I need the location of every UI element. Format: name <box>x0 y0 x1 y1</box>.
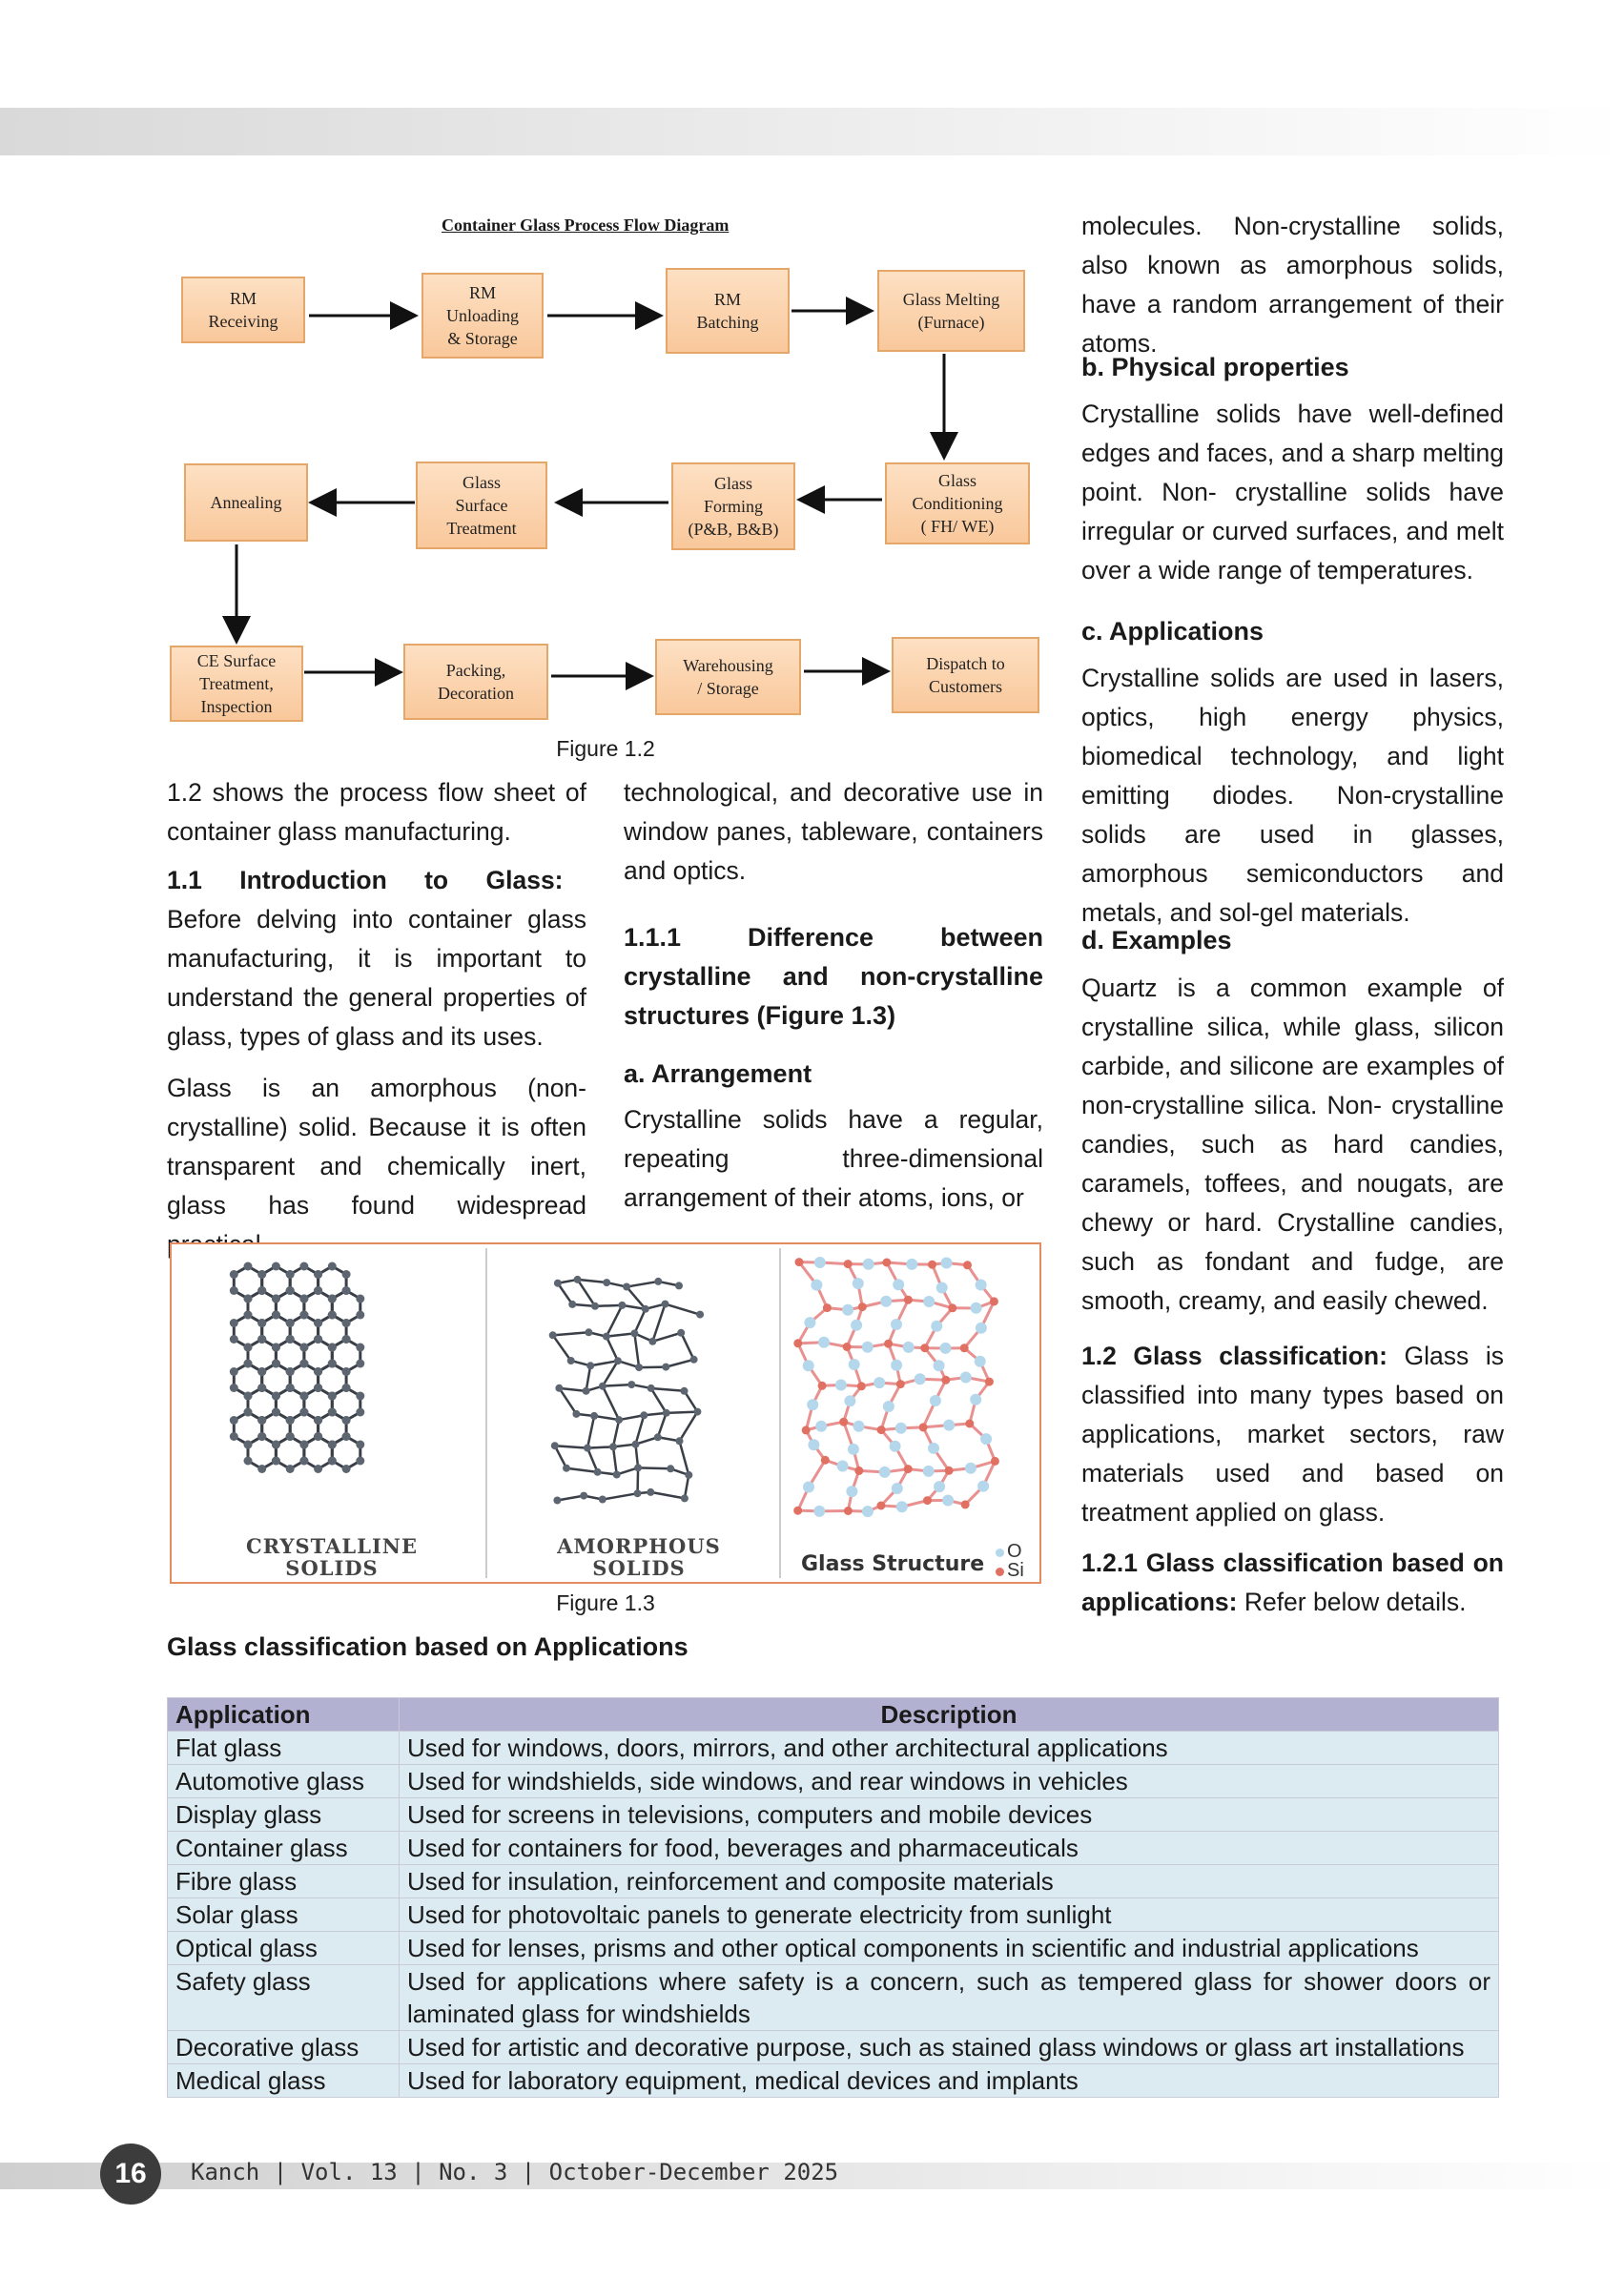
description-cell: Used for screens in televisions, compute… <box>399 1797 1499 1832</box>
flow-box-glass-melting: Glass Melting (Furnace) <box>877 270 1025 352</box>
description-cell: Used for insulation, reinforcement and c… <box>399 1864 1499 1898</box>
header-band <box>0 108 1624 155</box>
application-cell: Solar glass <box>167 1898 400 1932</box>
flow-box-rm-batching: RM Batching <box>666 268 790 354</box>
col2-intro-paragraph: technological, and decorative use in win… <box>624 778 1043 885</box>
application-cell: Automotive glass <box>167 1764 400 1798</box>
flow-box-ce-surface: CE Surface Treatment, Inspection <box>170 646 303 722</box>
crystalline-label-text: CRYSTALLINE SOLIDS <box>245 1534 418 1580</box>
description-cell: Used for artistic and decorative purpose… <box>399 2030 1499 2064</box>
arrangement-paragraph: Crystalline solids have a regular, repea… <box>624 1105 1043 1212</box>
structures-figure: CRYSTALLINE SOLIDS AMORPHOUS SOLIDS Glas… <box>170 1242 1041 1584</box>
section-1-1-1-heading: 1.1.1 Difference between crystalline and… <box>624 923 1043 1030</box>
flow-box-rm-receiving: RM Receiving <box>181 277 305 343</box>
application-cell: Safety glass <box>167 1964 400 2031</box>
page-number: 16 <box>100 2144 161 2205</box>
examples-heading: d. Examples <box>1081 926 1232 954</box>
section-1-2-paragraph: 1.2 Glass classification: Glass is class… <box>1081 1337 1504 1532</box>
intro-heading: 1.1 Introduction to Glass: <box>167 866 564 894</box>
application-cell: Decorative glass <box>167 2030 400 2064</box>
legend-oxygen: O <box>996 1542 1024 1561</box>
amorphous-label: AMORPHOUS SOLIDS <box>544 1535 734 1579</box>
section-1-2-1-heading: 1.2.1 Glass classification based on appl… <box>1081 1549 1504 1616</box>
flow-diagram-title: Container Glass Process Flow Diagram <box>442 215 730 235</box>
table-title: Glass classification based on Applicatio… <box>167 1632 689 1661</box>
figure-1-3-caption: Figure 1.3 <box>556 1590 655 1615</box>
physical-properties-heading: b. Physical properties <box>1081 353 1349 381</box>
col1-glass-paragraph: Glass is an amorphous (non-crystalline) … <box>167 1074 586 1259</box>
flow-box-rm-unloading: RM Unloading & Storage <box>421 273 544 359</box>
section-1-2-1-text: Refer below details. <box>1237 1588 1467 1616</box>
applications-heading: c. Applications <box>1081 617 1264 646</box>
legend-silicon: Si <box>996 1561 1024 1580</box>
application-cell: Flat glass <box>167 1731 400 1765</box>
examples-paragraph: Quartz is a common example of crystallin… <box>1081 974 1504 1315</box>
header-description: Description <box>399 1697 1499 1732</box>
figure-1-2-caption: Figure 1.2 <box>556 736 655 761</box>
header-application: Application <box>167 1697 400 1732</box>
silicon-dot-icon <box>996 1568 1004 1576</box>
description-cell: Used for windows, doors, mirrors, and ot… <box>399 1731 1499 1765</box>
table-header-row: Application Description <box>167 1697 1499 1732</box>
flow-box-surface-treatment: Glass Surface Treatment <box>416 462 547 549</box>
legend-oxygen-label: O <box>1007 1541 1022 1562</box>
structures-illustration <box>229 1248 999 1578</box>
applications-paragraph: Crystalline solids are used in lasers, o… <box>1081 664 1504 927</box>
glass-structure-label: Glass Structure <box>801 1552 985 1576</box>
application-cell: Container glass <box>167 1831 400 1865</box>
flow-box-glass-conditioning: Glass Conditioning ( FH/ WE) <box>885 462 1030 544</box>
physical-properties-paragraph: Crystalline solids have well-defined edg… <box>1081 400 1504 585</box>
amorphous-label-text: AMORPHOUS SOLIDS <box>557 1534 721 1580</box>
atom-legend: O Si <box>996 1542 1024 1580</box>
section-1-2-text: Glass is classified into many types base… <box>1081 1342 1504 1527</box>
application-cell: Medical glass <box>167 2063 400 2098</box>
section-1-2-heading: 1.2 Glass classification: <box>1081 1342 1388 1370</box>
flow-box-annealing: Annealing <box>184 463 308 542</box>
footer-journal-info: Kanch | Vol. 13 | No. 3 | October-Decemb… <box>191 2159 839 2185</box>
col1-section-1-1: 1.1 Introduction to Glass: Before delving… <box>167 861 586 1056</box>
section-1-2-1-paragraph: 1.2.1 Glass classification based on appl… <box>1081 1544 1504 1622</box>
description-cell: Used for lenses, prisms and other optica… <box>399 1931 1499 1965</box>
description-cell: Used for laboratory equipment, medical d… <box>399 2063 1499 2098</box>
flow-box-packing: Packing, Decoration <box>403 644 548 720</box>
application-cell: Display glass <box>167 1797 400 1832</box>
description-cell: Used for containers for food, beverages … <box>399 1831 1499 1865</box>
application-cell: Optical glass <box>167 1931 400 1965</box>
description-cell: Used for applications where safety is a … <box>399 1964 1499 2031</box>
col3-molecules-paragraph: molecules. Non-crystalline solids, also … <box>1081 212 1504 358</box>
flow-box-dispatch: Dispatch to Customers <box>892 637 1039 713</box>
flow-box-glass-forming: Glass Forming (P&B, B&B) <box>671 462 795 550</box>
crystalline-label: CRYSTALLINE SOLIDS <box>227 1535 437 1579</box>
footer-band <box>0 2163 1624 2189</box>
arrangement-heading: a. Arrangement <box>624 1059 812 1088</box>
flow-box-warehousing: Warehousing / Storage <box>655 639 801 715</box>
application-cell: Fibre glass <box>167 1864 400 1898</box>
intro-text: Before delving into container glass manu… <box>167 905 586 1051</box>
description-cell: Used for windshields, side windows, and … <box>399 1764 1499 1798</box>
oxygen-dot-icon <box>996 1549 1004 1557</box>
legend-silicon-label: Si <box>1007 1560 1024 1581</box>
flow-arrows <box>222 297 958 690</box>
description-cell: Used for photovoltaic panels to generate… <box>399 1898 1499 1932</box>
col1-intro-paragraph: 1.2 shows the process flow sheet of cont… <box>167 778 586 846</box>
